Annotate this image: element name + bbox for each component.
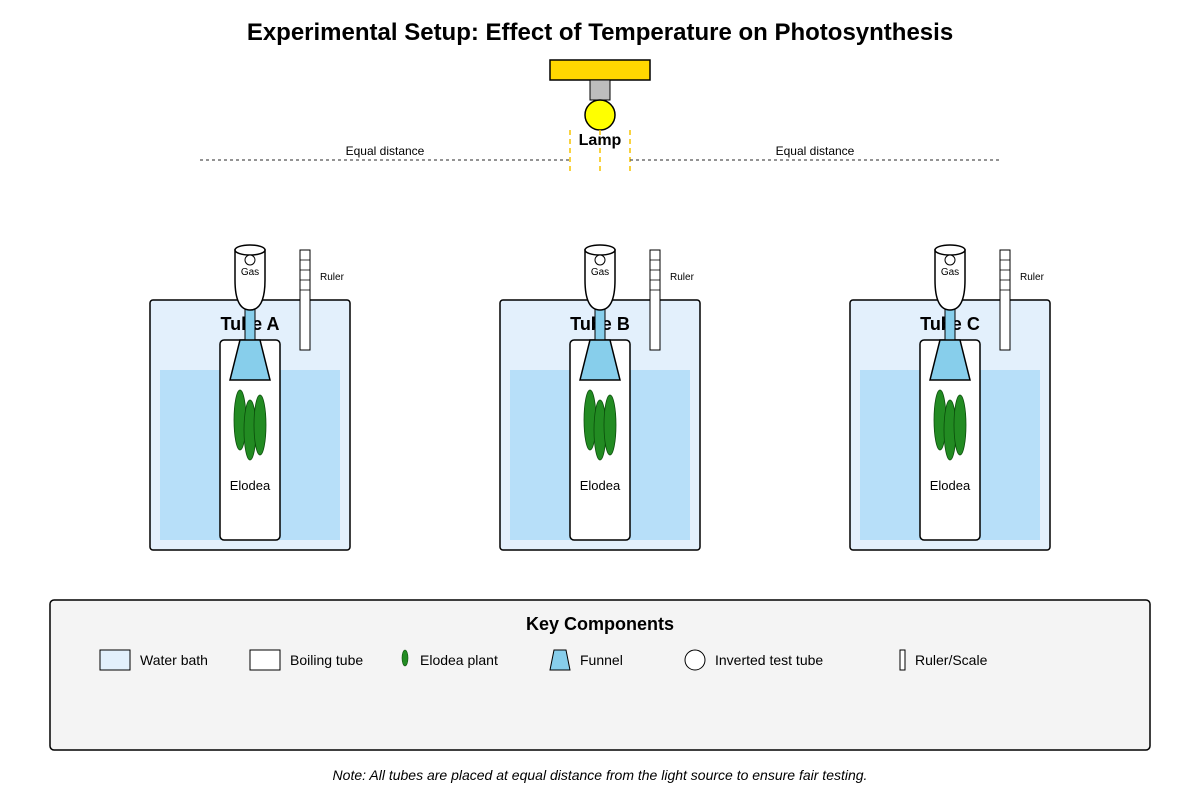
legend-item-elodea: Elodea plant bbox=[401, 649, 498, 668]
ruler-label: Ruler bbox=[1020, 272, 1045, 283]
distance-label-left: Equal distance bbox=[346, 144, 425, 158]
gas-bubble bbox=[594, 254, 606, 266]
legend-label: Boiling tube bbox=[290, 652, 363, 668]
elodea-plant bbox=[233, 389, 267, 461]
elodea-leaf-icon bbox=[401, 649, 409, 667]
legend-label: Funnel bbox=[580, 652, 623, 668]
gas-bubble bbox=[244, 254, 256, 266]
ruler bbox=[999, 249, 1011, 351]
legend: Key Components Water bath Boiling tube E… bbox=[49, 599, 1151, 751]
setup-tube-b: Tube B Gas Ruler Elodea bbox=[499, 244, 701, 551]
water-bath-icon bbox=[99, 649, 131, 671]
legend-item-funnel: Funnel bbox=[549, 649, 623, 671]
gas-label: Gas bbox=[941, 267, 959, 278]
ruler bbox=[649, 249, 661, 351]
plant-label: Elodea bbox=[230, 478, 271, 493]
circle-icon bbox=[684, 649, 706, 671]
legend-label: Water bath bbox=[140, 652, 208, 668]
legend-item-water-bath: Water bath bbox=[99, 649, 208, 671]
setup-tube-c: Tube C Gas Ruler Elodea bbox=[849, 244, 1051, 551]
test-tube-rim bbox=[234, 244, 266, 256]
legend-label: Inverted test tube bbox=[715, 652, 823, 668]
elodea-plant bbox=[583, 389, 617, 461]
funnel bbox=[929, 339, 971, 381]
setup-tube-a: Tube A Gas Ruler Elodea bbox=[149, 244, 351, 551]
ruler-icon bbox=[899, 649, 906, 671]
footer-note: Note: All tubes are placed at equal dist… bbox=[333, 767, 868, 783]
funnel-icon bbox=[549, 649, 571, 671]
gas-label: Gas bbox=[591, 267, 609, 278]
diagram-title: Experimental Setup: Effect of Temperatur… bbox=[247, 19, 953, 46]
test-tube-rim bbox=[584, 244, 616, 256]
lamp-stem bbox=[589, 79, 611, 101]
lamp-bulb bbox=[584, 99, 616, 131]
funnel bbox=[229, 339, 271, 381]
legend-item-test-tube: Inverted test tube bbox=[684, 649, 823, 671]
elodea-plant bbox=[933, 389, 967, 461]
boiling-tube-icon bbox=[249, 649, 281, 671]
legend-box bbox=[49, 599, 1151, 751]
gas-label: Gas bbox=[241, 267, 259, 278]
lamp-housing bbox=[549, 59, 651, 81]
ruler-label: Ruler bbox=[670, 272, 695, 283]
legend-item-ruler: Ruler/Scale bbox=[899, 649, 988, 671]
plant-label: Elodea bbox=[580, 478, 621, 493]
funnel bbox=[579, 339, 621, 381]
distance-indicators: Equal distance Equal distance bbox=[200, 144, 1000, 161]
lamp-label: Lamp bbox=[579, 132, 622, 149]
gas-bubble bbox=[944, 254, 956, 266]
test-tube-rim bbox=[934, 244, 966, 256]
legend-label: Elodea plant bbox=[420, 652, 498, 668]
legend-item-boiling-tube: Boiling tube bbox=[249, 649, 363, 671]
legend-label: Ruler/Scale bbox=[915, 652, 988, 668]
lamp: Lamp bbox=[549, 59, 651, 175]
plant-label: Elodea bbox=[930, 478, 971, 493]
distance-label-right: Equal distance bbox=[776, 144, 855, 158]
ruler-label: Ruler bbox=[320, 272, 345, 283]
ruler bbox=[299, 249, 311, 351]
legend-title: Key Components bbox=[526, 614, 674, 634]
